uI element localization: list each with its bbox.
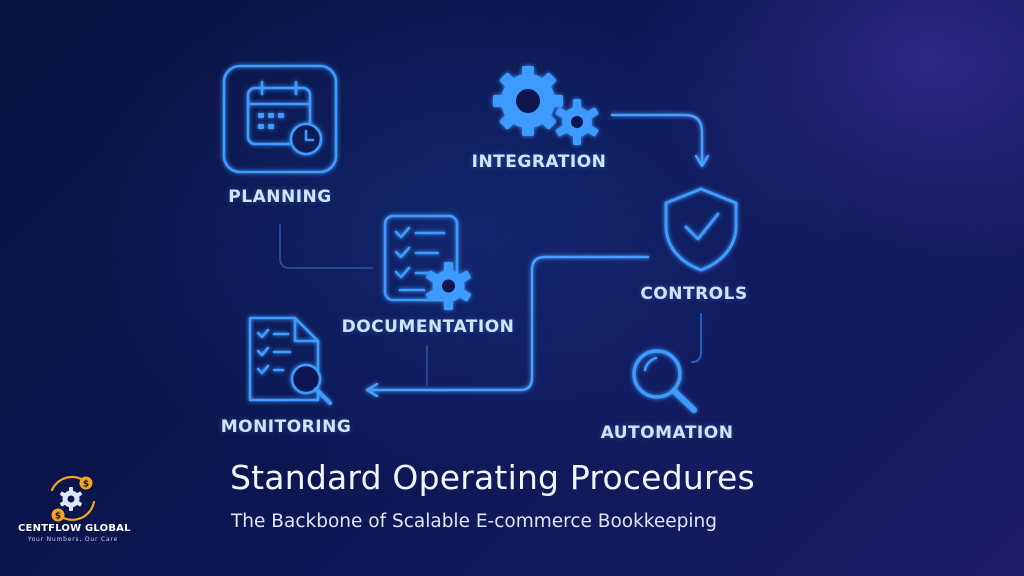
shield-check-icon [664, 187, 738, 272]
node-label-integration: INTEGRATION [471, 152, 607, 172]
edge-controls-monitoring [368, 255, 650, 390]
edge-controls-automation [691, 313, 702, 363]
page-subtitle: The Backbone of Scalable E-commerce Book… [231, 511, 717, 532]
company-logo: $ $ CENTFLOW GLOBAL Your Numbers, Our Ca… [18, 470, 131, 550]
node-label-automation: AUTOMATION [600, 423, 734, 443]
document-search-icon [248, 316, 332, 405]
logo-tagline: Your Numbers, Our Care [27, 536, 119, 543]
node-label-monitoring: MONITORING [220, 417, 352, 437]
svg-text:$: $ [55, 512, 61, 522]
edge-integration-controls [610, 113, 702, 165]
node-label-documentation: DOCUMENTATION [341, 317, 515, 337]
magnifier-icon [632, 349, 697, 413]
connectors [279, 113, 702, 390]
edge-planning-documentation [279, 224, 373, 269]
node-label-planning: PLANNING [228, 187, 332, 207]
logo-name: CENTFLOW GLOBAL [18, 523, 131, 534]
calendar-clock-icon [222, 64, 338, 174]
gears-icon [493, 66, 599, 145]
checklist-gear-icon [383, 214, 471, 310]
svg-text:$: $ [83, 480, 89, 490]
page-title: Standard Operating Procedures [230, 458, 755, 497]
logo-mark-icon: $ $ [50, 475, 96, 522]
node-label-controls: CONTROLS [640, 284, 748, 304]
